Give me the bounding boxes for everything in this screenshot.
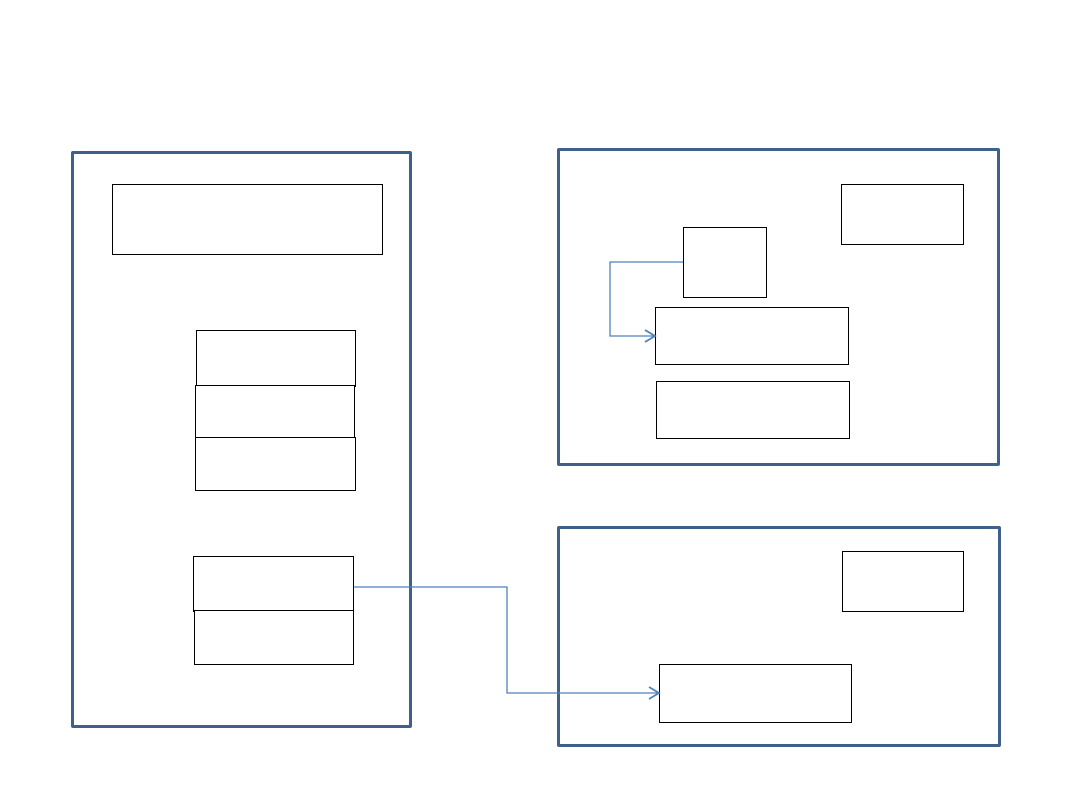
- left-lower-box-2: [194, 610, 354, 665]
- bottom-right-wide-box: [659, 664, 852, 723]
- top-right-corner-box: [841, 184, 964, 245]
- top-right-small-box: [683, 227, 767, 298]
- top-right-wide-box-1: [655, 307, 849, 365]
- bottom-right-corner-box: [842, 551, 964, 612]
- left-stack-box-2: [195, 385, 355, 441]
- left-panel: [71, 151, 412, 728]
- top-right-panel: [557, 148, 1000, 466]
- left-stack-box-3: [195, 437, 356, 491]
- left-lower-box-1: [193, 556, 354, 612]
- top-right-wide-box-2: [656, 381, 850, 439]
- left-header-box: [112, 184, 383, 255]
- left-stack-box-1: [196, 330, 356, 387]
